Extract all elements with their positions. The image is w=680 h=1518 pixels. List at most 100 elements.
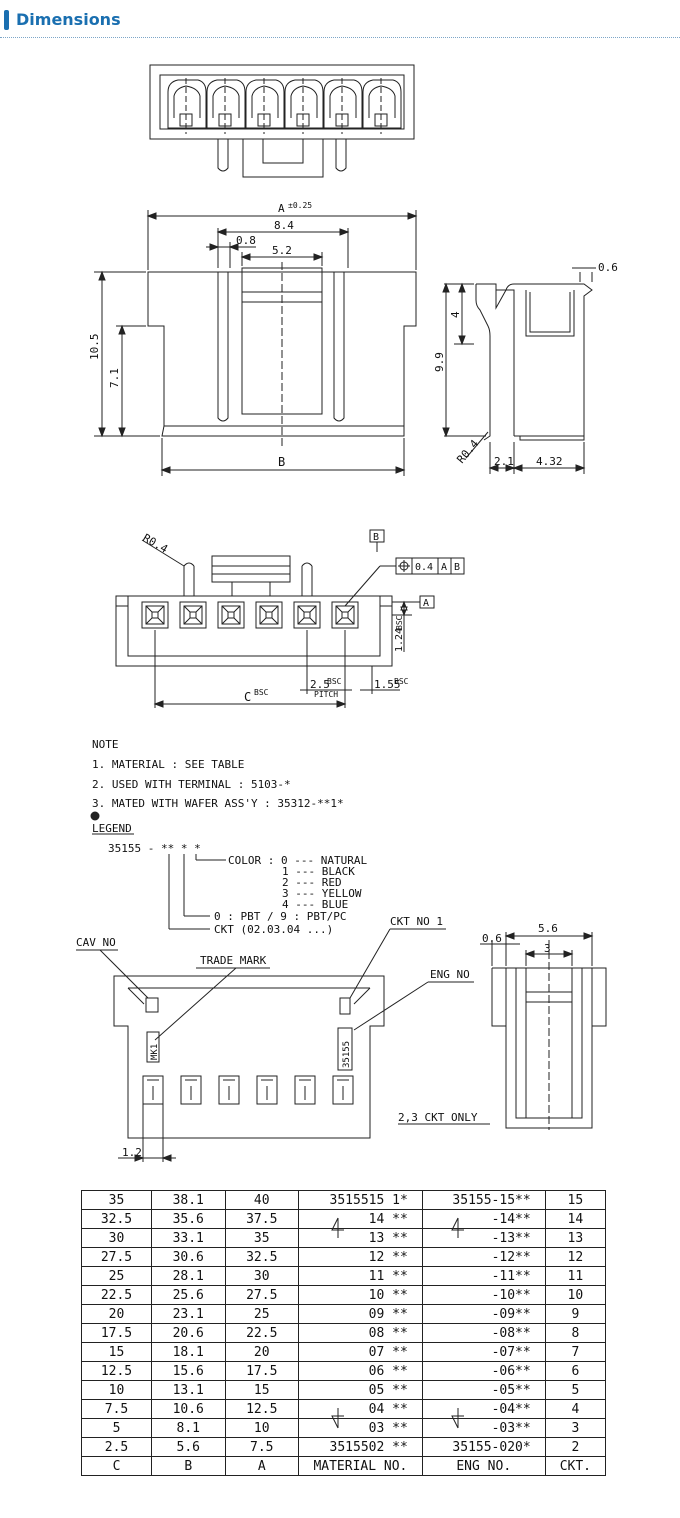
table-header-c: C	[81, 1456, 152, 1476]
table-header-a: A	[224, 1456, 300, 1476]
table-cell-b: 23.1	[150, 1304, 226, 1324]
table-cell-mat: 09 **	[298, 1304, 423, 1324]
table-cell-c: 12.5	[81, 1361, 152, 1381]
legend-ckt-code: CKT (02.03.04 ...)	[214, 923, 333, 936]
legend-color-3: 3 --- YELLOW	[282, 887, 362, 900]
pcb-cavity-1	[141, 601, 169, 629]
table-cell-b: 8.1	[150, 1418, 226, 1438]
pcb-cavity-3	[217, 601, 245, 629]
table-cell-mat: 3515515 1*	[298, 1190, 423, 1210]
legend-part-code: 35155 - ** * *	[108, 842, 201, 855]
dim-7-1: 7.1	[108, 368, 121, 388]
table-cell-b: 13.1	[150, 1380, 226, 1400]
dim-2-5: 2.5	[310, 678, 330, 691]
table-cell-c: 35	[81, 1190, 152, 1210]
table-cell-ckt: 12	[544, 1247, 607, 1267]
top-cavity-3	[245, 78, 285, 134]
top-cavity-1	[167, 78, 207, 134]
table-cell-mat: 10 **	[298, 1285, 423, 1305]
table-cell-b: 5.6	[150, 1437, 226, 1457]
table-cell-c: 7.5	[81, 1399, 152, 1419]
dim-5-2: 5.2	[272, 244, 292, 257]
table-cell-ckt: 6	[544, 1361, 607, 1381]
side-view	[442, 267, 596, 474]
dim-2-5-bsc: BSC	[327, 677, 342, 686]
table-cell-b: 20.6	[150, 1323, 226, 1343]
dim-4-32: 4.32	[536, 455, 563, 468]
table-cell-b: 35.6	[150, 1209, 226, 1229]
legend-material-code: 0 : PBT / 9 : PBT/PC	[214, 910, 346, 923]
table-header-mat: MATERIAL NO.	[298, 1456, 423, 1476]
table-cell-a: 32.5	[224, 1247, 300, 1267]
table-cell-eng: -14**	[421, 1209, 546, 1229]
top-cavity-5	[323, 78, 363, 134]
note-item-1: 1. MATERIAL : SEE TABLE	[92, 758, 244, 771]
pcb-cavity-2	[179, 601, 207, 629]
table-cell-eng: -05**	[421, 1380, 546, 1400]
table-cell-ckt: 7	[544, 1342, 607, 1362]
table-cell-a: 27.5	[224, 1285, 300, 1305]
table-cell-eng: -09**	[421, 1304, 546, 1324]
table-cell-ckt: 15	[544, 1190, 607, 1210]
table-cell-ckt: 9	[544, 1304, 607, 1324]
eng-no-label: ENG NO	[430, 968, 470, 981]
table-cell-b: 15.6	[150, 1361, 226, 1381]
dim-1-55: 1.55	[374, 678, 401, 691]
cav-no-label: CAV NO	[76, 936, 116, 949]
table-cell-a: 22.5	[224, 1323, 300, 1343]
dim-c-bsc: BSC	[254, 688, 269, 697]
pitch-label: PITCH	[314, 690, 338, 699]
dim-0-6: 0.6	[482, 932, 502, 945]
table-cell-a: 7.5	[224, 1437, 300, 1457]
dim-1-2: 1.2	[122, 1146, 142, 1159]
table-cell-eng: -04**	[421, 1399, 546, 1419]
legend-color-4: 4 --- BLUE	[282, 898, 348, 911]
table-cell-ckt: 13	[544, 1228, 607, 1248]
legend-color-2: 2 --- RED	[282, 876, 342, 889]
table-cell-eng: -08**	[421, 1323, 546, 1343]
section-header: Dimensions	[0, 0, 680, 40]
dim-b: B	[278, 455, 285, 469]
top-cavity-4	[284, 78, 324, 134]
table-header-ckt: CKT.	[544, 1456, 607, 1476]
table-header-b: B	[150, 1456, 226, 1476]
mark-eng-no: 35155	[342, 1041, 352, 1068]
ckt-no-1-label: CKT NO 1	[390, 915, 443, 928]
table-cell-ckt: 4	[544, 1399, 607, 1419]
dim-r04-top: R0.4	[141, 531, 171, 556]
table-cell-mat: 08 **	[298, 1323, 423, 1343]
tolerance-value: 0.4	[415, 562, 433, 573]
dim-r04-side: R0.4	[454, 437, 481, 466]
table-cell-mat: 14 **	[298, 1209, 423, 1229]
dim-0-8: 0.8	[236, 234, 256, 247]
trade-mark-label: TRADE MARK	[200, 954, 267, 967]
ckt-only-view	[398, 932, 607, 1130]
table-cell-mat: 07 **	[298, 1342, 423, 1362]
table-cell-b: 30.6	[150, 1247, 226, 1267]
table-cell-ckt: 3	[544, 1418, 607, 1438]
table-cell-a: 35	[224, 1228, 300, 1248]
table-cell-ckt: 8	[544, 1323, 607, 1343]
pcb-cavity-6	[331, 601, 359, 629]
table-cell-eng: -12**	[421, 1247, 546, 1267]
pcb-cavity-5	[293, 601, 321, 629]
dim-2-1: 2.1	[494, 455, 514, 468]
dim-4: 4	[449, 311, 462, 318]
table-cell-c: 32.5	[81, 1209, 152, 1229]
table-cell-mat: 05 **	[298, 1380, 423, 1400]
table-cell-c: 2.5	[81, 1437, 152, 1457]
table-cell-a: 20	[224, 1342, 300, 1362]
table-cell-c: 20	[81, 1304, 152, 1324]
table-cell-mat: 11 **	[298, 1266, 423, 1286]
